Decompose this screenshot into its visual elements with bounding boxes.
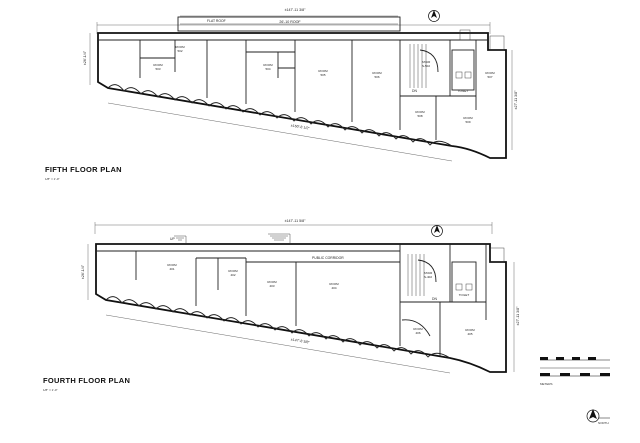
room-label: ROOM — [463, 116, 473, 120]
fifth-bottom-dimension: ±160'-8 1/2" — [290, 123, 310, 130]
fifth-rooms: ROOM 502 ROOM 503 ROOM 504 ROOM 505 ROOM… — [153, 45, 495, 124]
north-arrow-icon — [431, 225, 443, 237]
fourth-top-dimension: ±147'-11 5/8" — [285, 219, 307, 223]
fifth-floor-plan: ±147'-11 3/8" 26'-10 ROOF FLAT ROOF ±26'… — [83, 8, 518, 162]
room-label: ROOM — [413, 327, 423, 331]
north-arrow-icon — [428, 10, 440, 22]
scale-units-label: METERS — [540, 382, 553, 386]
north-arrow-icon — [586, 409, 610, 423]
fifth-left-dimension: ±26'-1/4" — [83, 50, 87, 65]
fourth-bottom-dimension: ±147'-8 3/8" — [290, 337, 310, 344]
fifth-dn-label: DN — [412, 89, 417, 93]
room-label: ROOM — [153, 63, 163, 67]
fourth-dn-label: DN — [432, 297, 437, 301]
fourth-stair-number: S-402 — [424, 275, 432, 279]
room-number: 505 — [320, 73, 325, 77]
north-label: NORTH — [598, 421, 609, 425]
room-label: ROOM — [175, 45, 185, 49]
room-label: ROOM — [485, 71, 495, 75]
room-label: ROOM — [228, 269, 238, 273]
fourth-up-label: UP — [170, 237, 175, 241]
room-label: ROOM — [329, 282, 339, 286]
room-number: 503 — [155, 67, 160, 71]
room-label: ROOM — [415, 110, 425, 114]
room-number: 404 — [331, 286, 336, 290]
room-label: ROOM — [372, 71, 382, 75]
room-number: 405 — [467, 332, 472, 336]
room-number: 504 — [265, 67, 270, 71]
flat-roof-label: FLAT ROOF — [207, 19, 226, 23]
room-number: 508 — [417, 114, 422, 118]
room-label: ROOM — [318, 69, 328, 73]
scale-bar: METERS — [540, 357, 610, 386]
public-corridor-label: PUBLIC CORRIDOR — [312, 256, 344, 260]
room-label: ROOM — [263, 63, 273, 67]
fourth-right-dimension: ±27'-11 3/8" — [516, 306, 520, 326]
room-number: 403 — [269, 284, 274, 288]
room-number: 507 — [487, 75, 492, 79]
fourth-rooms: ROOM 401 ROOM 402 ROOM 403 ROOM 404 ROOM… — [167, 263, 475, 336]
room-number: 502 — [177, 49, 182, 53]
room-number: 509 — [465, 120, 470, 124]
fourth-left-dimension: ±26'-1/4" — [81, 264, 85, 279]
fifth-roof-dimension: 26'-10 ROOF — [279, 20, 301, 24]
fourth-floor-title: FOURTH FLOOR PLAN — [43, 376, 130, 385]
fifth-top-dimension: ±147'-11 3/8" — [285, 8, 307, 12]
room-number: 402 — [230, 273, 235, 277]
fifth-right-dimension: ±27'-11 3/8" — [514, 90, 518, 110]
room-number: 406 — [415, 331, 420, 335]
fifth-floor-scale: 1/8" = 1'-0" — [45, 177, 60, 181]
fifth-floor-title: FIFTH FLOOR PLAN — [45, 165, 122, 174]
room-label: ROOM — [267, 280, 277, 284]
fifth-toilet-label: TOILET — [458, 89, 469, 93]
room-number: 506 — [374, 75, 379, 79]
fourth-floor-plan: ±147'-11 5/8" ±26'-1/4" ±27'-11 3/8" ±14… — [81, 219, 520, 374]
fifth-stair-number: S-502 — [422, 64, 430, 68]
fifth-stair-label: STAIR — [422, 60, 431, 64]
fourth-floor-scale: 1/8" = 1'-0" — [43, 388, 58, 392]
fourth-stair-label: STAIR — [424, 271, 433, 275]
room-number: 401 — [169, 267, 174, 271]
room-label: ROOM — [167, 263, 177, 267]
room-label: ROOM — [465, 328, 475, 332]
fourth-toilet-label: TOILET — [459, 293, 470, 297]
